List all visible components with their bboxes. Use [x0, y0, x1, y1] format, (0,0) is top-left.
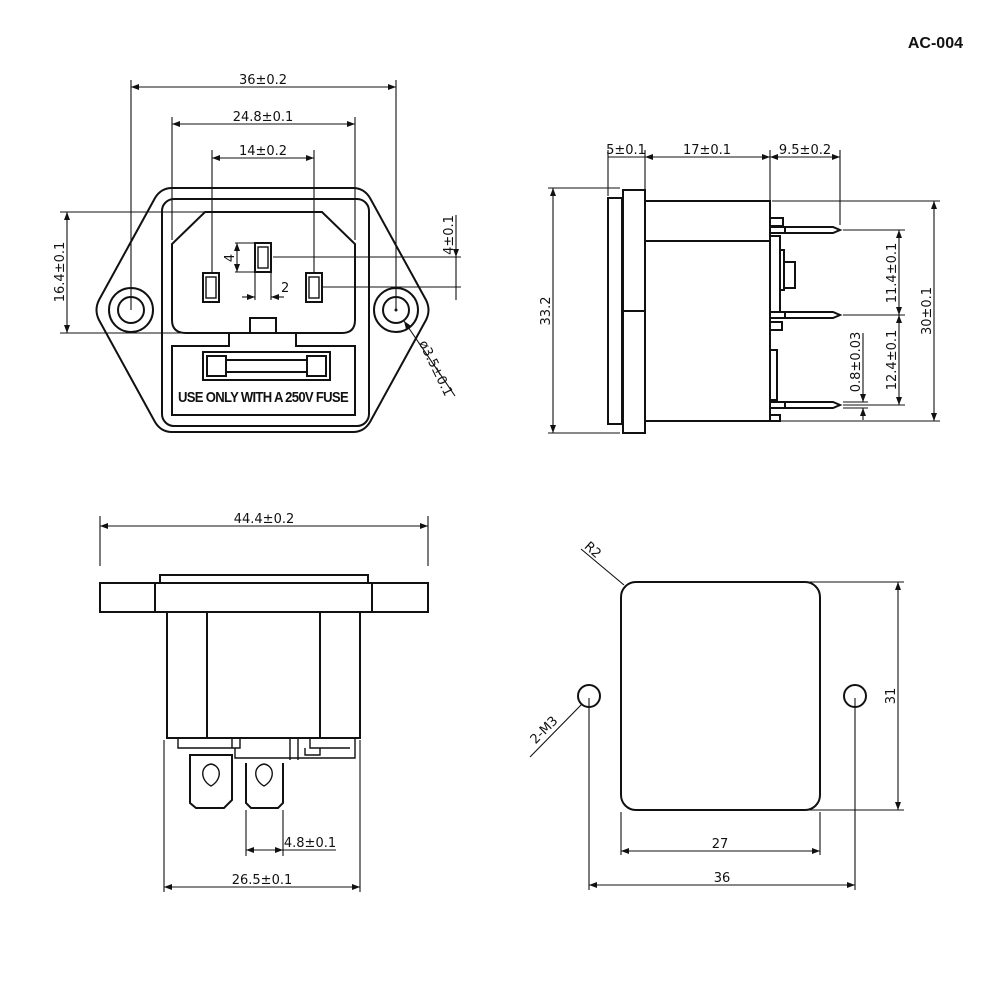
dim-12-4-label: 12.4±0.1 [885, 330, 900, 391]
pin-right [305, 272, 323, 303]
dim-leader-hole [403, 320, 456, 397]
dim-11-4-label: 11.4±0.1 [885, 243, 900, 304]
panel-cutout-view: R2 2-M3 27 36 31 [528, 539, 904, 890]
flange-outline [95, 187, 430, 433]
dim-0-8-label: 0.8±0.03 [849, 332, 864, 393]
side-view: 5±0.1 17±0.1 9.5±0.2 33.2 30±0.1 11.4±0.… [539, 143, 940, 434]
bottom-view: 44.4±0.2 4.8±0.1 26.5±0.1 [99, 512, 429, 892]
dim-leader-m3 [529, 703, 583, 758]
bottom-body [166, 611, 361, 739]
dim-36b-label: 36 [714, 871, 731, 886]
dim-33-2-label: 33.2 [539, 297, 554, 326]
dim-16-4-label: 16.4±0.1 [53, 242, 68, 303]
inner-frame [161, 198, 370, 427]
pin-top [770, 226, 843, 234]
terminal-left [189, 754, 233, 809]
dim-44-4-label: 44.4±0.2 [234, 512, 295, 527]
pin-earth [254, 242, 272, 273]
front-view: USE ONLY WITH A 250V FUSE 36±0.2 24.8±0.… [53, 73, 461, 433]
dim-2-label: 2 [281, 281, 289, 296]
cutout-outline [620, 581, 821, 811]
top-plate [159, 574, 369, 584]
dim-r2-label: R2 [581, 539, 604, 562]
socket-outline [171, 211, 356, 334]
dim-14-label: 14±0.2 [239, 144, 287, 159]
terminal-right [245, 763, 284, 809]
drawing-title: AC-004 [908, 35, 963, 52]
key-tab [249, 317, 277, 334]
dim-24-8-label: 24.8±0.1 [233, 110, 294, 125]
dim-17-label: 17±0.1 [683, 143, 731, 158]
dim-5-label: 5±0.1 [606, 143, 646, 158]
dim-4-label: 4 [223, 254, 238, 262]
dim-4-8-label: 4.8±0.1 [284, 836, 336, 851]
bottom-flange [99, 582, 429, 613]
dim-4-0-1-label: 4±0.1 [442, 215, 457, 255]
dim-hole-diameter-label: ø3.5±0.1 [415, 338, 455, 399]
dim-30-label: 30±0.1 [920, 287, 935, 335]
panel-flange-front [607, 197, 623, 425]
fuse-warning-text: USE ONLY WITH A 250V FUSE [178, 389, 349, 406]
dim-31-label: 31 [884, 688, 899, 705]
dim-26-5-label: 26.5±0.1 [232, 873, 293, 888]
pin-left [202, 272, 220, 303]
fuse-drawer [171, 333, 356, 416]
dim-36-label: 36±0.2 [239, 73, 287, 88]
side-body [644, 200, 771, 422]
dim-9-5-label: 9.5±0.2 [779, 143, 831, 158]
pin-bottom [770, 401, 843, 409]
fuse-icon [202, 351, 331, 381]
dim-27-label: 27 [712, 837, 729, 852]
dim-leader-r2 [580, 548, 625, 586]
pin-middle [770, 311, 843, 319]
